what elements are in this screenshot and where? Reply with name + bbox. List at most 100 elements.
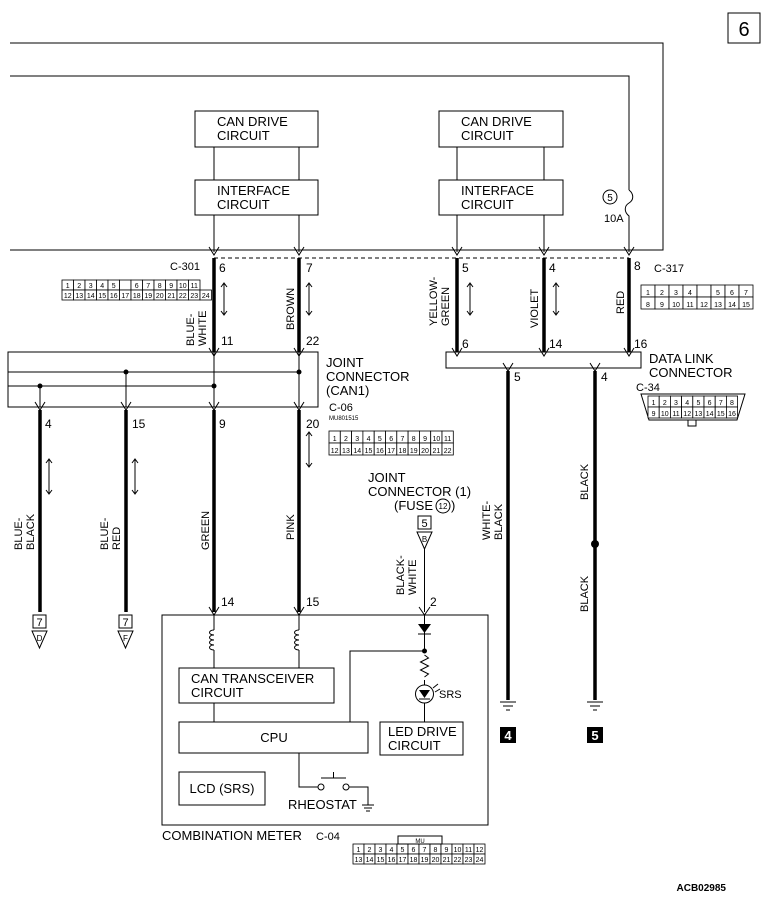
rheostat-ground <box>362 804 374 812</box>
interface-circuit-right <box>438 179 564 216</box>
connector-pin-label: 1 <box>646 290 650 297</box>
can-transceiver-line1: CAN TRANSCEIVER <box>191 671 314 686</box>
c34-key <box>687 419 697 427</box>
connector-pin-label: 20 <box>156 293 164 300</box>
page-number: 6 <box>738 19 749 41</box>
connector-pin-label: 15 <box>717 411 725 418</box>
c301-id: C-301 <box>170 261 200 273</box>
connector-pin-label: 5 <box>696 400 700 407</box>
connector-pin-label: 4 <box>390 847 394 854</box>
led-drive-circuit <box>379 721 464 756</box>
rheostat-wiring <box>298 753 369 805</box>
connector-pin-label: 11 <box>465 847 472 854</box>
connector-pin-label: 14 <box>87 293 95 300</box>
connector-pin-label: 23 <box>465 857 473 864</box>
pin-c301-a: 6 <box>219 261 226 275</box>
pin-dl-c: 16 <box>634 337 648 351</box>
interface-circuit-left <box>194 179 319 216</box>
can1-node-1 <box>37 383 43 389</box>
dest-f-box <box>118 614 133 629</box>
connector-pin-label: 14 <box>706 411 714 418</box>
connector-pin-label: 8 <box>434 847 438 854</box>
pin-meter-a: 14 <box>221 595 235 609</box>
arrow-5 <box>45 458 53 495</box>
connector-pin-label: 17 <box>121 293 129 300</box>
wire-blue-red-2: RED <box>111 527 123 550</box>
srs-led-rays <box>419 683 441 700</box>
connector-pin-label: 6 <box>730 290 734 297</box>
connector-pin-label: 13 <box>714 302 722 309</box>
connector-pin-label: 17 <box>387 448 395 455</box>
rheostat-contact-a <box>317 783 325 791</box>
wire-white-black-2: BLACK <box>493 503 505 540</box>
wire-black-white-2: WHITE <box>407 560 419 595</box>
connector-pin-label: 21 <box>443 857 451 864</box>
connector-pin-label: 6 <box>389 436 393 443</box>
connector-pin-label: 21 <box>167 293 175 300</box>
connector-pin-label: 4 <box>688 290 692 297</box>
pin-can1-b: 15 <box>132 417 146 431</box>
connector-pin-label: 22 <box>454 857 462 864</box>
wire-black-1: BLACK <box>579 463 591 500</box>
wire-pink: PINK <box>285 514 297 540</box>
joint1-fuse-circle <box>435 498 451 514</box>
connector-pin-label: 16 <box>388 857 396 864</box>
joint1-label-2: CONNECTOR (1) <box>368 484 471 499</box>
connector-pin-label: 11 <box>444 436 451 443</box>
pin-c317-c: 8 <box>634 259 641 273</box>
pin-can1-c: 9 <box>219 417 226 431</box>
connector-pin-label: 10 <box>672 302 680 309</box>
left-block-links <box>213 147 300 180</box>
connector-pin-label: 7 <box>744 290 748 297</box>
c06-part: MU801515 <box>329 416 359 422</box>
connector-pin-label: 15 <box>365 448 373 455</box>
connector-pin-label: 5 <box>378 436 382 443</box>
connector-pin-label: 9 <box>445 847 449 854</box>
connector-pin-label: 24 <box>202 293 210 300</box>
joint1-label-4: ) <box>451 498 455 513</box>
ground-symbol-b <box>587 701 603 711</box>
dest-d-letter: D <box>37 634 43 643</box>
power-node <box>422 648 427 654</box>
connector-pin-label: 15 <box>98 293 106 300</box>
c04-tab-label: MU <box>415 839 424 845</box>
connector-pin-label: 11 <box>672 411 679 418</box>
connector-pin-label: 12 <box>476 847 484 854</box>
connector-pin-label: 11 <box>191 283 198 290</box>
lcd-srs-label: LCD (SRS) <box>189 781 254 796</box>
connector-pin-label: 16 <box>376 448 384 455</box>
page-number-box <box>727 12 761 44</box>
wire-violet: VIOLET <box>529 289 541 328</box>
c34-outline <box>640 393 746 421</box>
connector-pin-label: 9 <box>169 283 173 290</box>
ground-b-num: 5 <box>591 728 598 743</box>
connector-pin-label: 19 <box>410 448 418 455</box>
connector-pin-label: 21 <box>432 448 440 455</box>
connector-pin-label: 8 <box>730 400 734 407</box>
ecu-connector-chevrons <box>208 246 635 256</box>
fuse-number: 5 <box>607 193 613 204</box>
can-drive-left-line2: CIRCUIT <box>217 128 270 143</box>
connector-pin-label: 7 <box>400 436 404 443</box>
interface-left-line1: INTERFACE <box>217 183 290 198</box>
connector-pin-label: 12 <box>331 448 339 455</box>
ground-a-num: 4 <box>504 728 512 743</box>
can1-in-chevrons <box>208 347 305 357</box>
pin-dl-e: 4 <box>601 370 608 384</box>
connector-pin-label: 7 <box>146 283 150 290</box>
wire-red: RED <box>615 291 627 314</box>
joint1-letter: B <box>422 535 427 544</box>
can1-taps <box>39 352 300 407</box>
connector-pin-label: 9 <box>652 411 656 418</box>
dest-f-triangle <box>117 630 134 650</box>
connector-pin-label: 3 <box>89 283 93 290</box>
connector-pin-label: 10 <box>179 283 187 290</box>
wire-can1-to-meter <box>212 410 301 612</box>
connector-pin-label: 4 <box>367 436 371 443</box>
srs-label: SRS <box>439 689 462 701</box>
joint1-label-1: JOINT <box>368 470 406 485</box>
